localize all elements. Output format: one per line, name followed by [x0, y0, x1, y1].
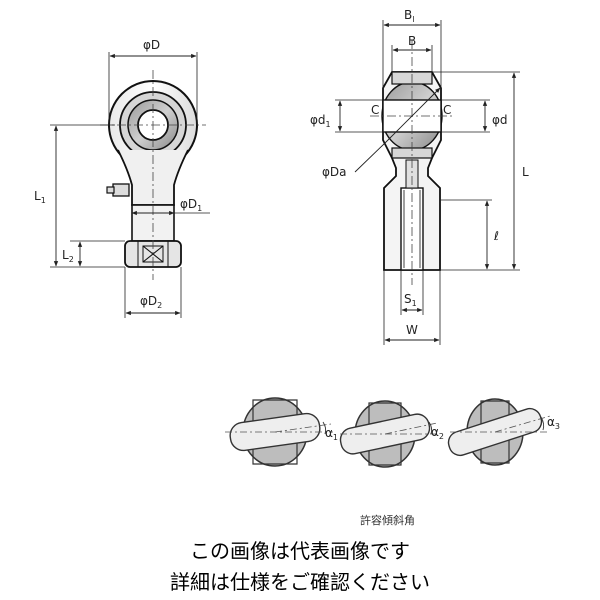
tilt-diagram-2: α2 — [339, 400, 444, 468]
dim-thread-size: S1 — [404, 292, 417, 308]
front-view: φD L1 L2 φD1 φD2 — [34, 38, 210, 318]
dim-thread-length: ℓ — [493, 229, 499, 243]
dim-shank-diameter: φD1 — [180, 197, 202, 213]
tilt-caption: 許容傾斜角 — [360, 514, 415, 527]
grease-nipple — [106, 183, 130, 197]
tilt-diagram-3: α3 — [447, 398, 560, 466]
note-line-1: この画像は代表画像です — [190, 539, 410, 563]
dim-hex-diameter: φD2 — [140, 294, 162, 310]
dim-inner-width: B — [408, 34, 416, 48]
dim-length-2: L2 — [62, 248, 74, 264]
dim-bore-right: φd — [492, 113, 508, 127]
dim-length-1: L1 — [34, 189, 46, 205]
tilt-diagram-1: α1 — [225, 397, 338, 467]
tilt-angle-2: α2 — [431, 425, 444, 441]
tilt-angle-3: α3 — [547, 415, 560, 431]
dim-outer-diameter: φD — [143, 38, 160, 52]
tilt-angle-1: α1 — [325, 426, 338, 442]
section-view: Bl B φd1 C φd C φDa L ℓ S1 — [310, 8, 529, 345]
note-line-2: 詳細は仕様をご確認ください — [170, 570, 430, 594]
dim-ball-width: Bl — [404, 8, 414, 24]
chamfer-left: C — [371, 103, 379, 117]
dim-width: W — [406, 323, 418, 337]
dim-overall-length: L — [522, 165, 529, 179]
dim-bore-left: φd1 — [310, 113, 331, 129]
dim-ball-diameter: φDa — [322, 165, 347, 179]
chamfer-right: C — [443, 103, 451, 117]
